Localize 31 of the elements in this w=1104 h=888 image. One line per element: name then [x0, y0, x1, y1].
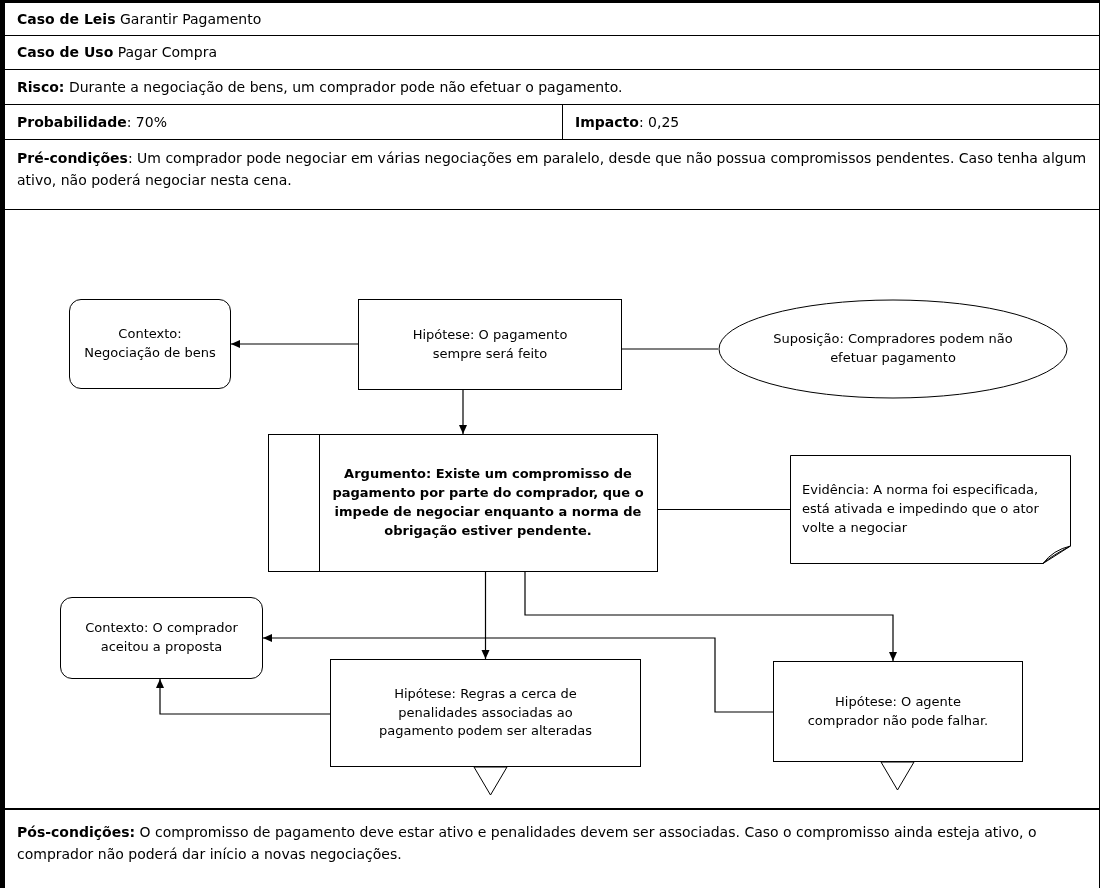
row-text: Pré-condições: Um comprador pode negociar em várias negociações em paralelo, desde que não possua compromissos pendentes. Caso tenha algum ativo, não poderá negociar nesta cena. — [17, 150, 1087, 188]
evidence-note — [790, 455, 1071, 564]
node-text: Hipótese: O pagamento sempre será feito — [411, 325, 569, 363]
arrow — [524, 571, 897, 662]
row-text: Pós-condições: O compromisso de pagamento deve estar ativo e penalidades devem ser associadas. Caso o compromisso ainda esteja ativo, o comprador não poderá dar início a novas negociações. — [17, 824, 1037, 862]
node-text: Suposição: Compradores podem não efetuar pagamento — [772, 330, 1014, 367]
assumption-ellipse — [718, 299, 1068, 399]
node-text: Contexto: O comprador aceitou a proposta — [84, 619, 239, 656]
row-text: Risco: Durante a negociação de bens, um comprador pode não efetuar o pagamento. — [17, 77, 623, 97]
hypothesis-box — [330, 659, 641, 767]
connector-line — [621, 348, 719, 350]
arrow — [481, 571, 490, 660]
context-box — [60, 597, 263, 679]
arrow — [262, 634, 774, 713]
arrow — [459, 389, 467, 435]
connector-line — [657, 508, 791, 511]
arrow — [230, 340, 359, 348]
row-text: Caso de Leis Garantir Pagamento — [17, 9, 262, 29]
node-text: Hipótese: O agente comprador não pode falhar. — [806, 692, 990, 730]
arrow — [156, 678, 331, 715]
node-text: Evidência: A norma foi especificada, está ativada e impedindo que o ator volte a negociar — [802, 481, 1040, 537]
node-text: Contexto: Negociação de bens — [83, 325, 217, 362]
row-text: Impacto: 0,25 — [575, 112, 680, 132]
node-text: Argumento: Existe um compromisso de pagamento por parte do comprador, que o impede de negociar enquanto a norma de obrigação estiver pendente. — [331, 465, 645, 540]
hypothesis-box — [773, 661, 1023, 762]
hypothesis-box — [358, 299, 622, 390]
context-box — [69, 299, 231, 389]
row-text: Caso de Uso Pagar Compra — [17, 43, 217, 62]
node-text: Hipótese: Regras a cerca de penalidades associadas ao pagamento podem ser alteradas — [378, 684, 593, 741]
argument-box — [268, 434, 658, 572]
row-text: Probabilidade: 70% — [17, 112, 167, 132]
